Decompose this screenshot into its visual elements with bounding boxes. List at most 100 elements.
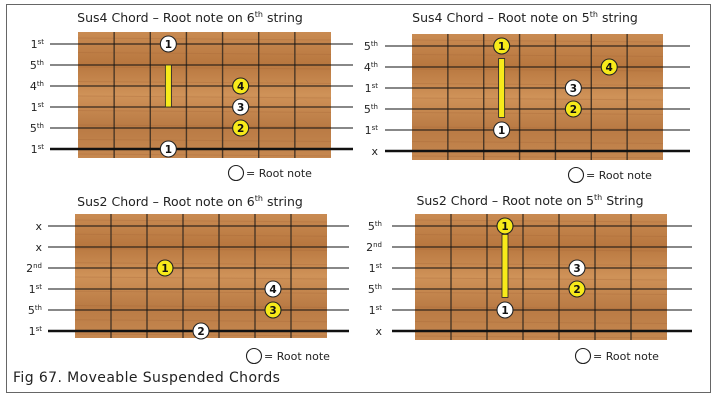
finger-marker-circle (568, 280, 586, 298)
wood-grain (414, 306, 668, 310)
finger-marker-circle (493, 121, 511, 139)
wood-grain (414, 248, 668, 252)
wood-grain (74, 276, 328, 280)
string-degree-label: 1st (31, 143, 45, 156)
wood-grain (74, 248, 328, 251)
finger-number: 2 (237, 123, 244, 135)
finger-number: 1 (165, 144, 172, 156)
wood-grain (74, 290, 328, 294)
finger-marker: 1 (156, 259, 174, 277)
root-note-legend-label: = Root note (246, 167, 312, 180)
wood-grain (414, 234, 668, 237)
string-degree-label: 1st (365, 124, 379, 137)
chord-diagram-sus4-root6: Sus4 Chord – Root note on 6th string 1st 5… (30, 10, 353, 182)
finger-marker-circle (496, 301, 514, 319)
string-degree-label: x (371, 145, 378, 158)
wood-grain (411, 141, 664, 144)
root-note-legend-circle (245, 347, 263, 365)
finger-number: 2 (570, 104, 577, 116)
finger-number: 3 (269, 305, 276, 317)
root-note-legend: = Root note (227, 164, 312, 182)
finger-marker: 3 (264, 301, 282, 319)
finger-marker: 1 (159, 140, 177, 158)
wood-grain (411, 112, 664, 115)
barre-bar (501, 233, 509, 298)
chord-diagram-sus2-root5: Sus2 Chord – Root note on 5th String5th2… (366, 193, 692, 365)
wood-grain (414, 292, 668, 295)
string-degree-label: 1st (369, 262, 383, 275)
figure-frame (6, 4, 711, 393)
finger-marker: 1 (496, 301, 514, 319)
string-degree-label: 5th (368, 220, 382, 233)
wood-grain (77, 95, 332, 99)
barre-bar (498, 58, 506, 118)
finger-number: 1 (161, 263, 168, 275)
wood-grain (74, 319, 328, 323)
string-degree-label: 5th (28, 304, 42, 317)
finger-number: 1 (498, 125, 505, 137)
wood-grain (77, 153, 332, 157)
finger-marker-circle (232, 119, 250, 137)
wood-grain (77, 110, 332, 113)
finger-marker-circle (568, 259, 586, 277)
string-degree-label: 1st (365, 82, 379, 95)
string-degree-label: x (35, 241, 42, 254)
finger-marker: 2 (564, 100, 582, 118)
finger-marker-circle (564, 100, 582, 118)
string-degree-label: 5th (364, 103, 378, 116)
finger-marker-circle (232, 77, 250, 95)
fretboard (75, 214, 327, 338)
finger-marker-circle (159, 35, 177, 53)
finger-marker-circle (264, 301, 282, 319)
finger-marker: 1 (496, 217, 514, 235)
finger-marker: 1 (493, 37, 511, 55)
root-note-legend-label: = Root note (586, 169, 652, 182)
finger-marker: 1 (493, 121, 511, 139)
finger-marker-circle (192, 322, 210, 340)
finger-number: 1 (165, 39, 172, 51)
wood-grain (414, 335, 668, 339)
finger-marker-circle (156, 259, 174, 277)
fretboard (78, 32, 331, 158)
finger-number: 2 (573, 284, 580, 296)
root-note-legend-circle (574, 347, 592, 365)
finger-marker-circle (600, 58, 618, 76)
finger-marker: 3 (232, 98, 250, 116)
wood-grain (74, 219, 328, 223)
string-degree-label: x (375, 325, 382, 338)
root-note-legend: = Root note (567, 166, 652, 184)
string-degree-label: 5th (364, 40, 378, 53)
finger-number: 2 (197, 326, 204, 338)
wood-grain (411, 39, 664, 43)
finger-number: 1 (501, 221, 508, 233)
string-degree-label: 5th (368, 283, 382, 296)
string-degree-label: x (35, 220, 42, 233)
root-note-legend-circle (227, 164, 245, 182)
root-note-legend-label: = Root note (264, 350, 330, 363)
finger-marker: 4 (600, 58, 618, 76)
wood-grain (411, 97, 664, 101)
wood-grain (74, 233, 328, 237)
diagram-title: Sus4 Chord – Root note on 6th string (77, 10, 303, 25)
finger-marker-circle (564, 79, 582, 97)
wood-grain (411, 155, 664, 159)
string-degree-label: 1st (369, 304, 383, 317)
wood-grain (414, 277, 668, 281)
finger-number: 1 (498, 41, 505, 53)
string-degree-label: 1st (29, 325, 43, 338)
chord-diagram-sus4-root5: Sus4 Chord – Root note on 5th string5th4… (364, 10, 690, 184)
wood-grain (411, 83, 664, 86)
wood-grain (77, 66, 332, 70)
finger-number: 4 (606, 62, 613, 74)
finger-marker: 4 (232, 77, 250, 95)
wood-grain (77, 81, 332, 84)
finger-marker: 3 (568, 259, 586, 277)
wood-grain (77, 124, 332, 128)
string-degree-label: 5th (30, 122, 44, 135)
finger-number: 4 (237, 81, 244, 93)
finger-marker: 2 (192, 322, 210, 340)
finger-marker-circle (496, 217, 514, 235)
chord-diagram-sus2-root6: Sus2 Chord – Root note on 6th stringxx2n… (26, 194, 349, 365)
